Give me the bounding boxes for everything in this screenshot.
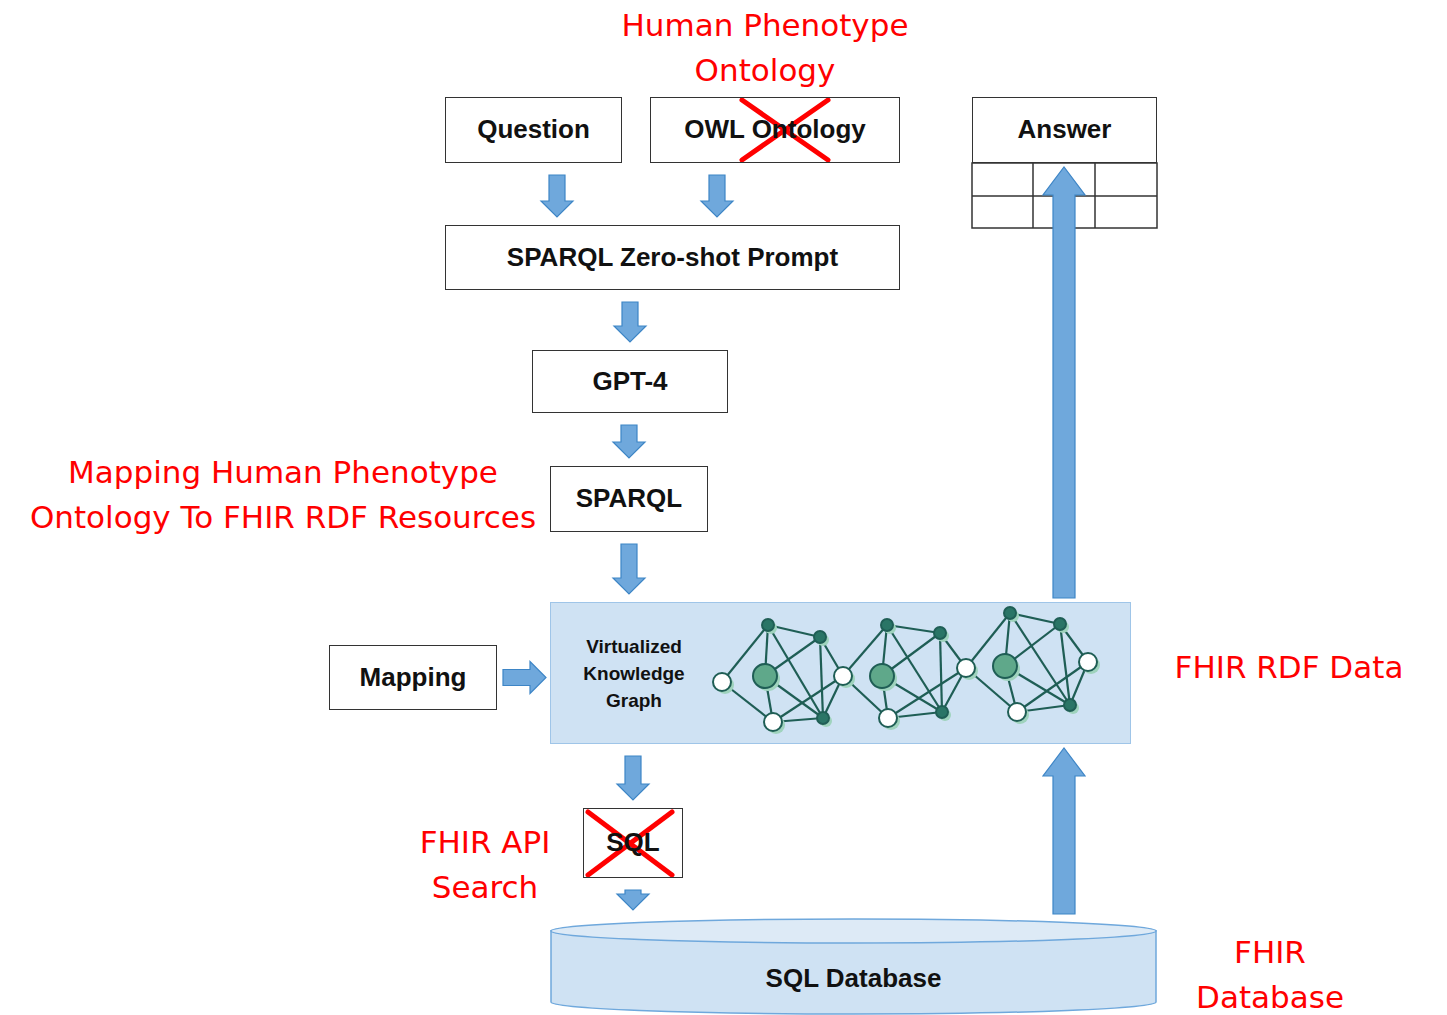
flow-arrow	[1043, 748, 1085, 914]
node-text: SPARQL Zero-shot Prompt	[507, 243, 838, 273]
flow-arrow	[613, 544, 645, 594]
database-cylinder: SQL Database	[550, 918, 1157, 1015]
query-box: SPARQL	[550, 466, 708, 532]
node-text: GPT-4	[592, 367, 667, 397]
node-text: Virtualized Knowledge Graph	[569, 633, 699, 714]
flow-arrow	[1043, 167, 1085, 598]
node-text: Answer	[1018, 115, 1112, 145]
flow-arrow	[613, 425, 645, 458]
flow-arrow	[617, 890, 649, 910]
annotation-text: FHIR RDF Data	[1139, 645, 1439, 690]
flow-arrow	[503, 662, 546, 694]
flow-arrow	[541, 175, 573, 217]
node-text: SQL Database	[766, 964, 942, 994]
node-text: SPARQL	[576, 484, 682, 514]
flow-arrow	[617, 756, 649, 800]
annotation-text: Mapping Human Phenotype Ontology To FHIR…	[13, 450, 553, 540]
prompt-box: SPARQL Zero-shot Prompt	[445, 225, 900, 290]
sql-box: SQL	[583, 808, 683, 878]
flow-arrow	[614, 302, 646, 342]
ontology-box: OWL Ontology	[650, 97, 900, 163]
mapping-box: Mapping	[329, 645, 497, 710]
model-box: GPT-4	[532, 350, 728, 413]
node-text: Mapping	[360, 663, 467, 693]
knowledge-graph-band: Virtualized Knowledge Graph	[550, 602, 1131, 744]
annotation-text: FHIR API Search	[400, 820, 570, 910]
flow-arrow	[701, 175, 733, 217]
node-text: SQL	[606, 828, 659, 858]
annotation-text: FHIR Database	[1165, 930, 1375, 1015]
node-text: Question	[477, 115, 590, 145]
answer-table: Answer	[972, 97, 1157, 163]
node-text: OWL Ontology	[684, 115, 866, 145]
input-box: Question	[445, 97, 622, 163]
annotation-text: Human Phenotype Ontology	[555, 3, 975, 93]
